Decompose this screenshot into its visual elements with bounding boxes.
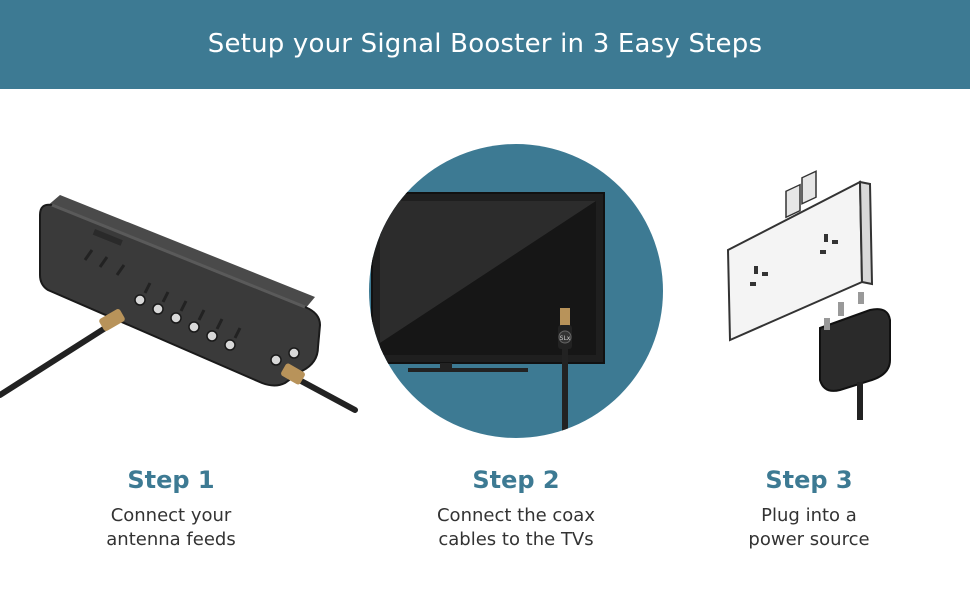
step-description: Plug into a power source bbox=[689, 504, 929, 552]
page-title: Setup your Signal Booster in 3 Easy Step… bbox=[207, 28, 763, 59]
step-heading: Step 1 bbox=[127, 466, 215, 494]
step-description-line: power source bbox=[748, 529, 870, 550]
power-socket-icon bbox=[726, 170, 891, 420]
step-description: Connect your antenna feeds bbox=[51, 504, 291, 552]
step-description-line: Connect your bbox=[110, 505, 232, 526]
step-1: Step 1 Connect your antenna feeds bbox=[51, 466, 291, 552]
step-heading: Step 2 bbox=[472, 466, 560, 494]
header-banner: Setup your Signal Booster in 3 Easy Step… bbox=[0, 0, 970, 89]
step-description-line: antenna feeds bbox=[106, 529, 236, 550]
step-heading: Step 3 bbox=[765, 466, 853, 494]
step-3: Step 3 Plug into a power source bbox=[689, 466, 929, 552]
step-description-line: Connect the coax bbox=[436, 505, 595, 526]
step-description: Connect the coax cables to the TVs bbox=[396, 504, 636, 552]
tv-icon: SLx bbox=[369, 144, 663, 438]
signal-booster-icon bbox=[0, 195, 358, 413]
step-2: Step 2 Connect the coax cables to the TV… bbox=[396, 466, 636, 552]
step-description-line: cables to the TVs bbox=[438, 529, 594, 550]
step-description-line: Plug into a bbox=[761, 505, 857, 526]
brand-logo: SLx bbox=[560, 335, 571, 342]
